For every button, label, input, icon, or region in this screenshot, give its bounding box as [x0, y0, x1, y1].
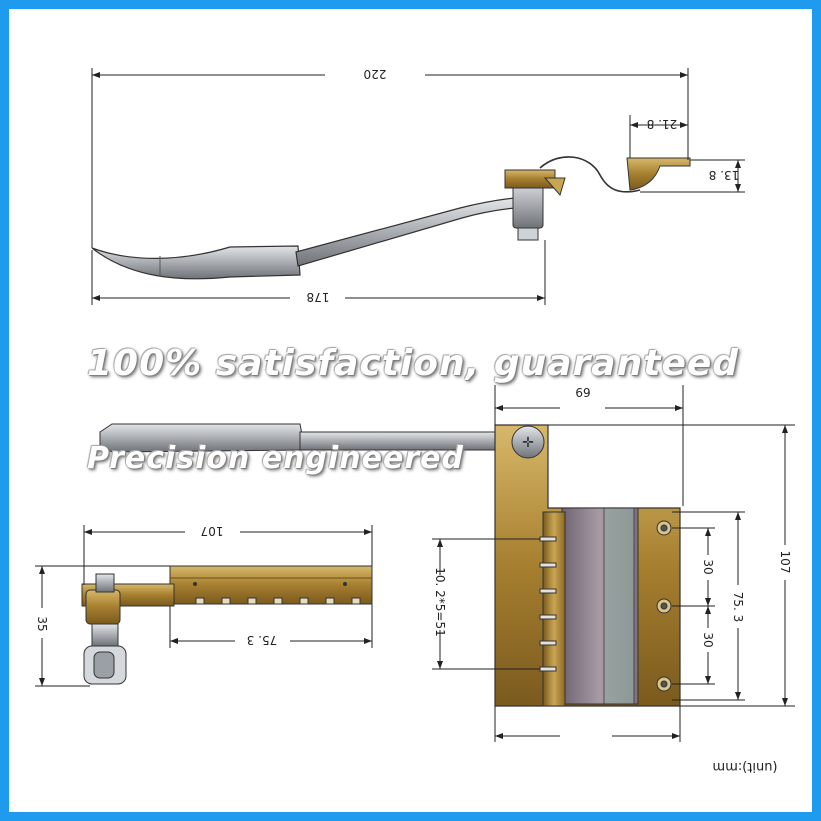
side-view-arm — [91, 156, 691, 280]
dim-30-b: 30 — [701, 632, 715, 647]
side-view-bracket — [81, 565, 373, 685]
unit-note: (unit):mm — [712, 759, 777, 774]
dim-75-3-bottom: 75. 3 — [247, 633, 278, 647]
dim-21-8: 21. 8 — [647, 117, 678, 131]
dimension-lines-front: 69 107 75. 3 30 30 10. 2*5=51 — [432, 385, 795, 742]
dimension-lines-top: 220 21. 8 13. 8 178 — [91, 67, 745, 305]
overlay-precision-text: Precision engineered — [87, 441, 464, 476]
dim-107-top: 107 — [201, 524, 224, 538]
dim-220: 220 — [364, 67, 387, 81]
dimension-lines-side: 107 35 75. 3 — [35, 524, 373, 687]
dim-107-right: 107 — [778, 551, 792, 574]
dim-13-8: 13. 8 — [709, 168, 740, 182]
svg-text:✛: ✛ — [522, 435, 534, 451]
dim-75-3-right: 75. 3 — [731, 592, 745, 623]
overlay-satisfaction-text: 100% satisfaction, guaranteed — [87, 343, 740, 384]
dim-35: 35 — [35, 616, 49, 631]
dim-69: 69 — [575, 385, 590, 399]
dim-178: 178 — [307, 290, 330, 304]
dim-30-a: 30 — [701, 559, 715, 574]
dim-10-2-x5: 10. 2*5=51 — [433, 567, 447, 637]
front-view-plate: ✛ — [99, 423, 681, 707]
